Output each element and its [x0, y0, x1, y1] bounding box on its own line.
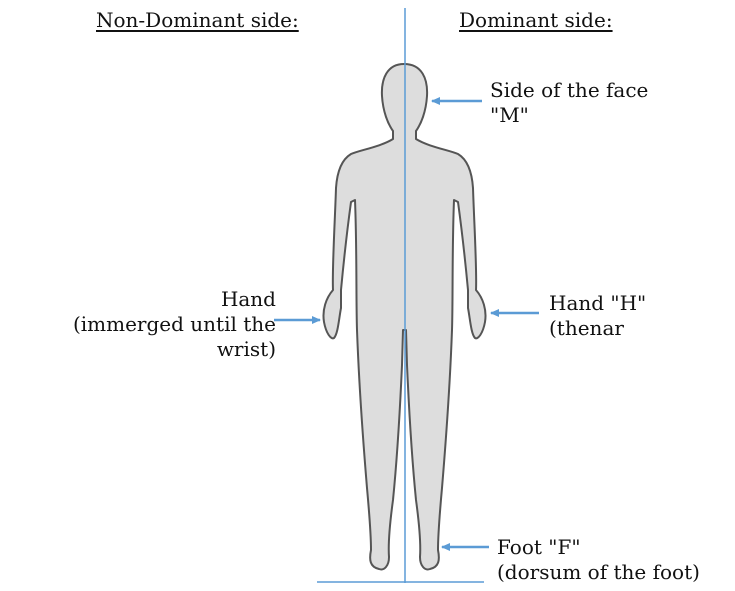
right-hand-label-line1: Hand "H" [549, 291, 646, 316]
foot-label: Foot "F" (dorsum of the foot) [497, 535, 700, 585]
left-hand-label: Hand (immerged until the wrist) [73, 287, 276, 362]
foot-label-line1: Foot "F" [497, 535, 700, 560]
face-label-line1: Side of the face [490, 78, 648, 103]
left-hand-label-line3: wrist) [73, 337, 276, 362]
face-label: Side of the face "M" [490, 78, 648, 128]
left-hand-label-line2: (immerged until the [73, 312, 276, 337]
left-hand-label-line1: Hand [73, 287, 276, 312]
foot-label-line2: (dorsum of the foot) [497, 560, 700, 585]
face-label-line2: "M" [490, 103, 648, 128]
right-hand-label-line2: (thenar [549, 316, 646, 341]
right-hand-label: Hand "H" (thenar [549, 291, 646, 341]
